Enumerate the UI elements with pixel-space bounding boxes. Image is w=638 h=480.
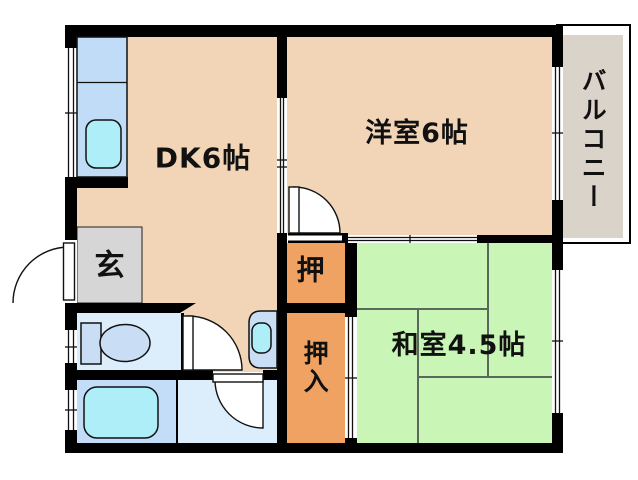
wall-top	[65, 25, 563, 37]
toilet-tank	[80, 322, 102, 365]
western-room-label: 洋室6帖	[365, 117, 469, 149]
wall-washitsu-west-a	[345, 235, 357, 317]
wall-bottom	[65, 443, 563, 453]
wall-right-c	[552, 413, 563, 453]
genkan-floor	[76, 226, 143, 304]
oshiire-label: 押入	[300, 340, 330, 396]
wall-right-a	[552, 25, 563, 67]
wall-kitchen-south	[65, 177, 128, 188]
wall-washitsu-west-b	[345, 438, 357, 443]
closet-door-leaf	[288, 186, 300, 234]
oshiire-floor	[287, 313, 345, 443]
kitchen-sink	[85, 119, 122, 169]
japanese-room-label: 和室4.5帖	[391, 329, 527, 361]
wall-bath-north-b	[263, 370, 287, 380]
closet-label: 押	[296, 253, 326, 287]
balcony-label: バルコニー	[578, 67, 608, 213]
dk-room-label: DK6帖	[154, 141, 252, 175]
doors	[12, 186, 341, 429]
western-room-floor	[287, 37, 552, 235]
wall-western-south	[477, 235, 552, 243]
entrance-door-leaf	[62, 242, 76, 301]
wall-bath-north-a	[65, 370, 213, 380]
genkan-label: 玄	[94, 248, 126, 284]
wall-dk-west-north	[277, 37, 287, 98]
toilet-door-leaf	[182, 315, 194, 371]
toilet-door-swing	[187, 315, 243, 371]
bathtub	[83, 386, 159, 439]
wall-left-a	[65, 25, 77, 48]
wall-dk-west-south	[277, 233, 287, 443]
tatami-grid	[355, 243, 552, 443]
western-japanese-sliding-door	[348, 235, 477, 243]
balcony-floor	[563, 35, 623, 238]
entrance-door-swing	[12, 246, 70, 304]
dk-western-sliding-door	[277, 98, 287, 233]
wall-corner-triangle	[180, 303, 196, 313]
wall-left-b	[65, 177, 77, 240]
wall-genkan-south	[65, 303, 180, 313]
toilet-bowl	[99, 323, 151, 363]
washroom-door-swing	[214, 379, 264, 429]
closet-floor	[287, 243, 345, 303]
wall-closet-divider	[277, 303, 355, 313]
fixtures	[76, 36, 278, 439]
wall-bath-east	[176, 380, 178, 443]
wall-right-b	[552, 200, 563, 270]
japanese-room-floor	[355, 243, 552, 443]
washbasin-bowl	[251, 322, 272, 354]
washroom-door-leaf	[212, 373, 264, 383]
closet-opening	[288, 235, 342, 241]
